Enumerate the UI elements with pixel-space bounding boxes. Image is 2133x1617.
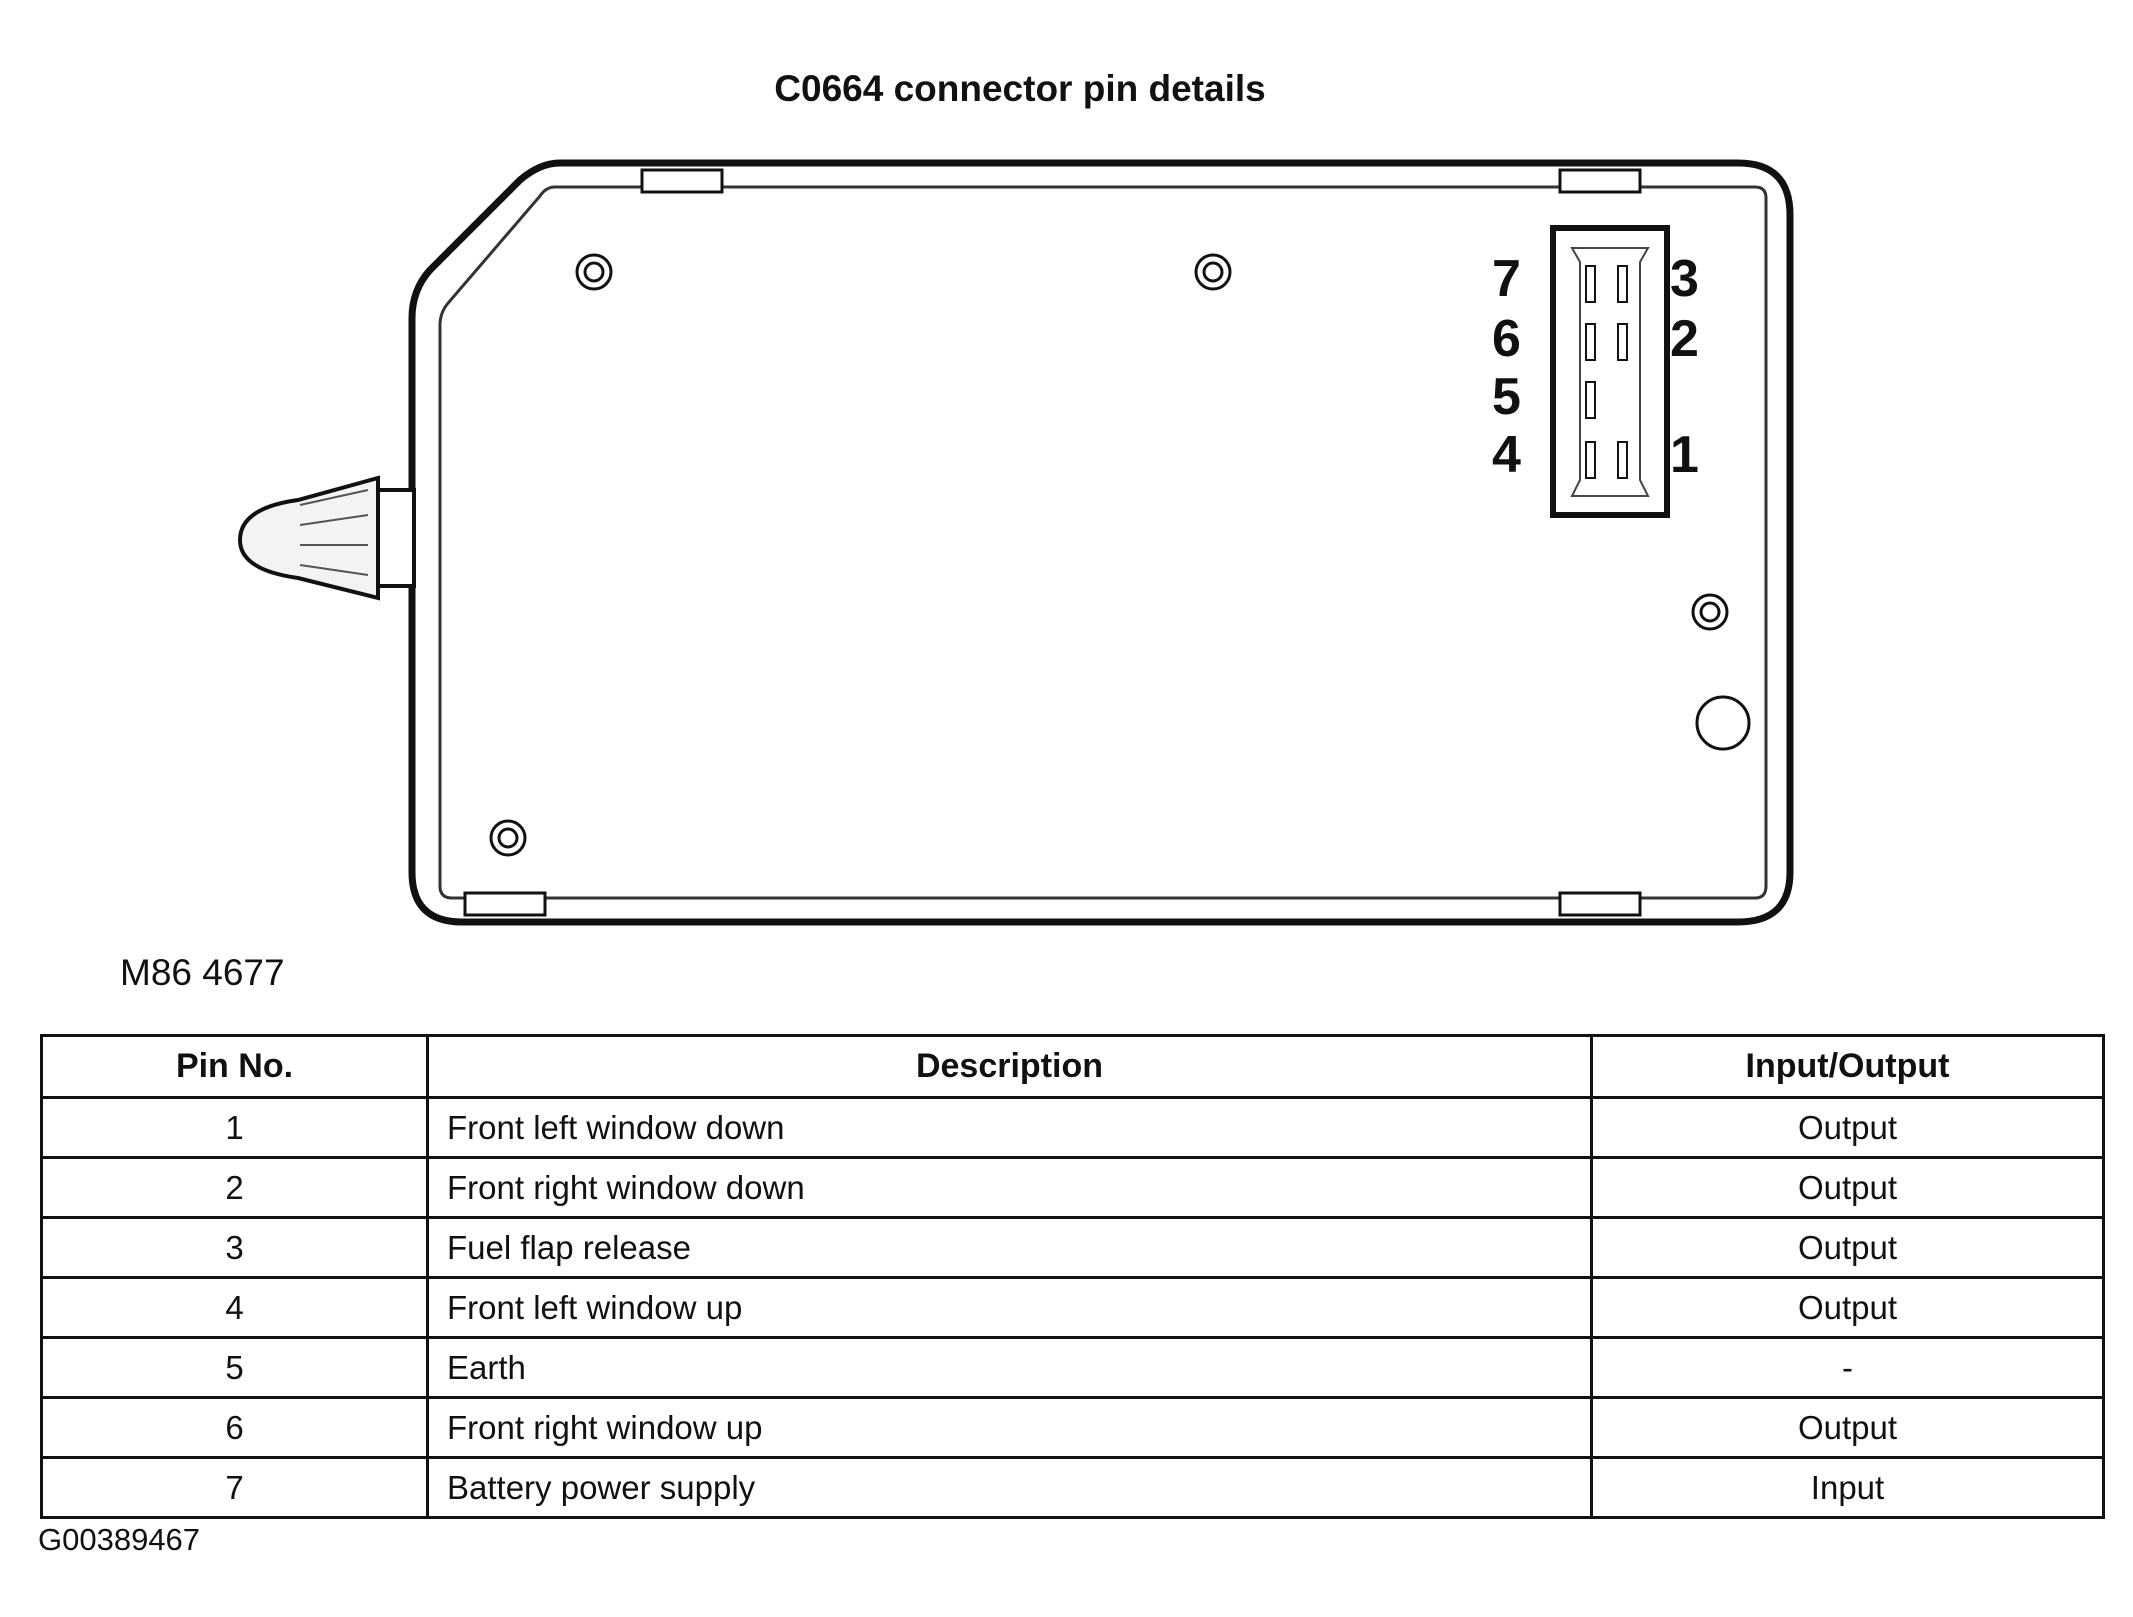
- mounting-hole: [1695, 695, 1751, 751]
- diagram-title: C0664 connector pin details: [774, 68, 1266, 109]
- description-cell: Battery power supply: [426, 1456, 1593, 1519]
- module-inner-outline: [438, 185, 1768, 900]
- table-row: 3 Fuel flap release Output: [40, 1216, 2105, 1279]
- pin-cell: 4: [40, 1276, 429, 1339]
- module-diagram: 7 6 5 4 3 2 1: [237, 159, 1794, 926]
- pin-slot-2: [1617, 323, 1628, 361]
- image-code: G00389467: [38, 1522, 201, 1557]
- pin-label-2: 2: [1670, 310, 1699, 368]
- pin-cell: 7: [40, 1456, 429, 1519]
- io-cell: Input: [1590, 1456, 2105, 1519]
- table-row: 7 Battery power supply Input: [40, 1456, 2105, 1519]
- screw-bottom-left: [489, 819, 527, 857]
- pin-slot-6: [1585, 323, 1596, 361]
- io-cell: Output: [1590, 1276, 2105, 1339]
- io-cell: Output: [1590, 1096, 2105, 1159]
- pin-slot-3: [1617, 265, 1628, 303]
- pin-cell: 1: [40, 1096, 429, 1159]
- table-header-row: Pin No. Description Input/Output: [40, 1034, 2105, 1099]
- pin-cell: 2: [40, 1156, 429, 1219]
- description-cell: Front left window down: [426, 1096, 1593, 1159]
- description-cell: Front right window down: [426, 1156, 1593, 1219]
- pin-cell: 6: [40, 1396, 429, 1459]
- bottom-clip-right: [1558, 891, 1642, 917]
- pin-slot-4: [1585, 441, 1596, 479]
- screw-right: [1691, 593, 1729, 631]
- top-clip-right: [1558, 168, 1642, 194]
- pin-label-4: 4: [1492, 426, 1521, 484]
- pin-slot-1: [1617, 441, 1628, 479]
- pin-label-1: 1: [1670, 426, 1699, 484]
- description-cell: Fuel flap release: [426, 1216, 1593, 1279]
- header-description: Description: [426, 1034, 1593, 1099]
- pin-label-3: 3: [1670, 250, 1699, 308]
- pin-label-5: 5: [1492, 368, 1521, 426]
- table-row: 4 Front left window up Output: [40, 1276, 2105, 1339]
- pin-label-6: 6: [1492, 310, 1521, 368]
- screw-top-middle: [1194, 253, 1232, 291]
- header-pin-no: Pin No.: [40, 1034, 429, 1099]
- figure-code: M86 4677: [120, 952, 285, 993]
- description-cell: Front right window up: [426, 1396, 1593, 1459]
- table-row: 2 Front right window down Output: [40, 1156, 2105, 1219]
- header-input-output: Input/Output: [1590, 1034, 2105, 1099]
- io-cell: -: [1590, 1336, 2105, 1399]
- pin-slot-7: [1585, 265, 1596, 303]
- io-cell: Output: [1590, 1156, 2105, 1219]
- screw-top-left: [575, 253, 613, 291]
- io-cell: Output: [1590, 1396, 2105, 1459]
- table-row: 1 Front left window down Output: [40, 1096, 2105, 1159]
- bottom-clip-left: [463, 891, 547, 917]
- pin-cell: 5: [40, 1336, 429, 1399]
- description-cell: Front left window up: [426, 1276, 1593, 1339]
- module-housing: [408, 159, 1794, 926]
- pin-label-7: 7: [1492, 250, 1521, 308]
- side-plug: [237, 475, 416, 601]
- io-cell: Output: [1590, 1216, 2105, 1279]
- pin-slot-5: [1585, 381, 1596, 419]
- description-cell: Earth: [426, 1336, 1593, 1399]
- table-row: 5 Earth -: [40, 1336, 2105, 1399]
- connector-c0664: [1550, 225, 1670, 518]
- pin-cell: 3: [40, 1216, 429, 1279]
- pin-table: Pin No. Description Input/Output 1 Front…: [40, 1034, 2105, 1519]
- top-clip-left: [640, 168, 724, 194]
- table-row: 6 Front right window up Output: [40, 1396, 2105, 1459]
